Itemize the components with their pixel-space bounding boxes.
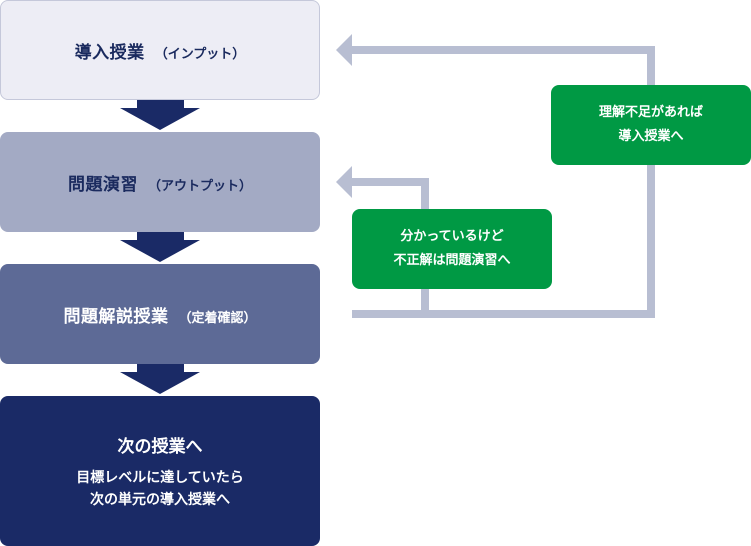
- feedback-line-middle: [352, 178, 429, 186]
- next-lesson-desc-line1: 目標レベルに達していたら: [76, 469, 244, 486]
- feedback-line-right: [647, 46, 655, 318]
- down-arrow-1: [120, 90, 200, 130]
- feedback-line-bottom: [352, 310, 655, 318]
- note-line1: 分かっているけど: [400, 229, 504, 244]
- step-next-lesson: 次の授業へ 目標レベルに達していたら 次の単元の導入授業へ: [0, 396, 320, 546]
- step-input-lesson: 導入授業 （インプット）: [0, 0, 320, 100]
- arrowhead-to-input: [336, 34, 352, 66]
- step-subtitle: （インプット）: [154, 46, 246, 62]
- arrowhead-to-practice: [336, 166, 352, 198]
- down-arrow-2: [120, 222, 200, 262]
- down-arrow-3: [120, 354, 200, 394]
- step-explanation-lesson: 問題解説授業 （定着確認）: [0, 264, 320, 364]
- note-back-to-input: 理解不足があれば 導入授業へ: [551, 85, 751, 165]
- step-subtitle: （アウトプット）: [147, 178, 252, 194]
- step-practice: 問題演習 （アウトプット）: [0, 132, 320, 232]
- next-lesson-desc-line2: 次の単元の導入授業へ: [90, 491, 230, 508]
- step-title: 問題解説授業: [63, 306, 169, 327]
- step-title: 導入授業: [74, 42, 145, 63]
- feedback-line-top: [352, 46, 655, 54]
- step-subtitle: （定着確認）: [178, 310, 257, 326]
- note-back-to-practice: 分かっているけど 不正解は問題演習へ: [352, 209, 552, 289]
- next-lesson-title: 次の授業へ: [117, 436, 203, 457]
- note-line1: 理解不足があれば: [598, 105, 703, 120]
- note-line2: 導入授業へ: [618, 129, 684, 144]
- step-title: 問題演習: [67, 174, 138, 195]
- note-line2: 不正解は問題演習へ: [393, 253, 511, 268]
